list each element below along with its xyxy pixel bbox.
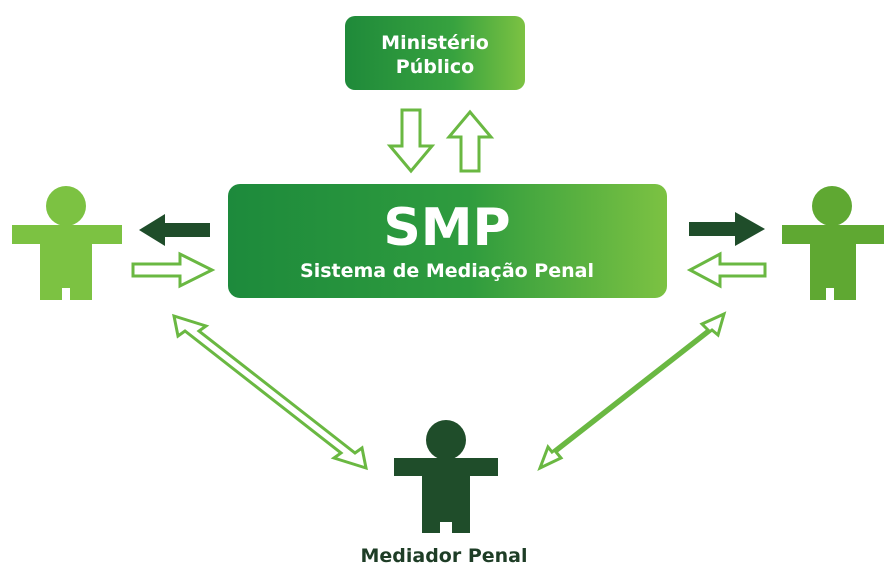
smp-title: SMP [383,198,510,258]
arrow-down-icon [386,108,436,174]
ministerio-label-line2: Público [396,56,474,78]
mediador-label: Mediador Penal [360,545,527,567]
person-right-icon [782,186,884,300]
arrow-up-icon [445,109,495,173]
person-left-icon [12,186,122,300]
smp-subtitle: Sistema de Mediação Penal [300,260,594,282]
arrow-diagonal-right-icon [537,311,727,471]
ministerio-label-line1: Ministério [381,32,489,54]
arrow-right-outline-icon [131,251,216,289]
person-mediador-icon [394,420,498,533]
arrow-diagonal-left-icon [172,313,368,471]
smp-box: SMP Sistema de Mediação Penal [228,184,667,298]
arrow-right-dark-icon [689,212,765,246]
arrow-left-outline-icon [686,251,767,289]
arrow-left-dark-icon [139,214,210,246]
ministerio-publico-box: Ministério Público [345,16,525,90]
